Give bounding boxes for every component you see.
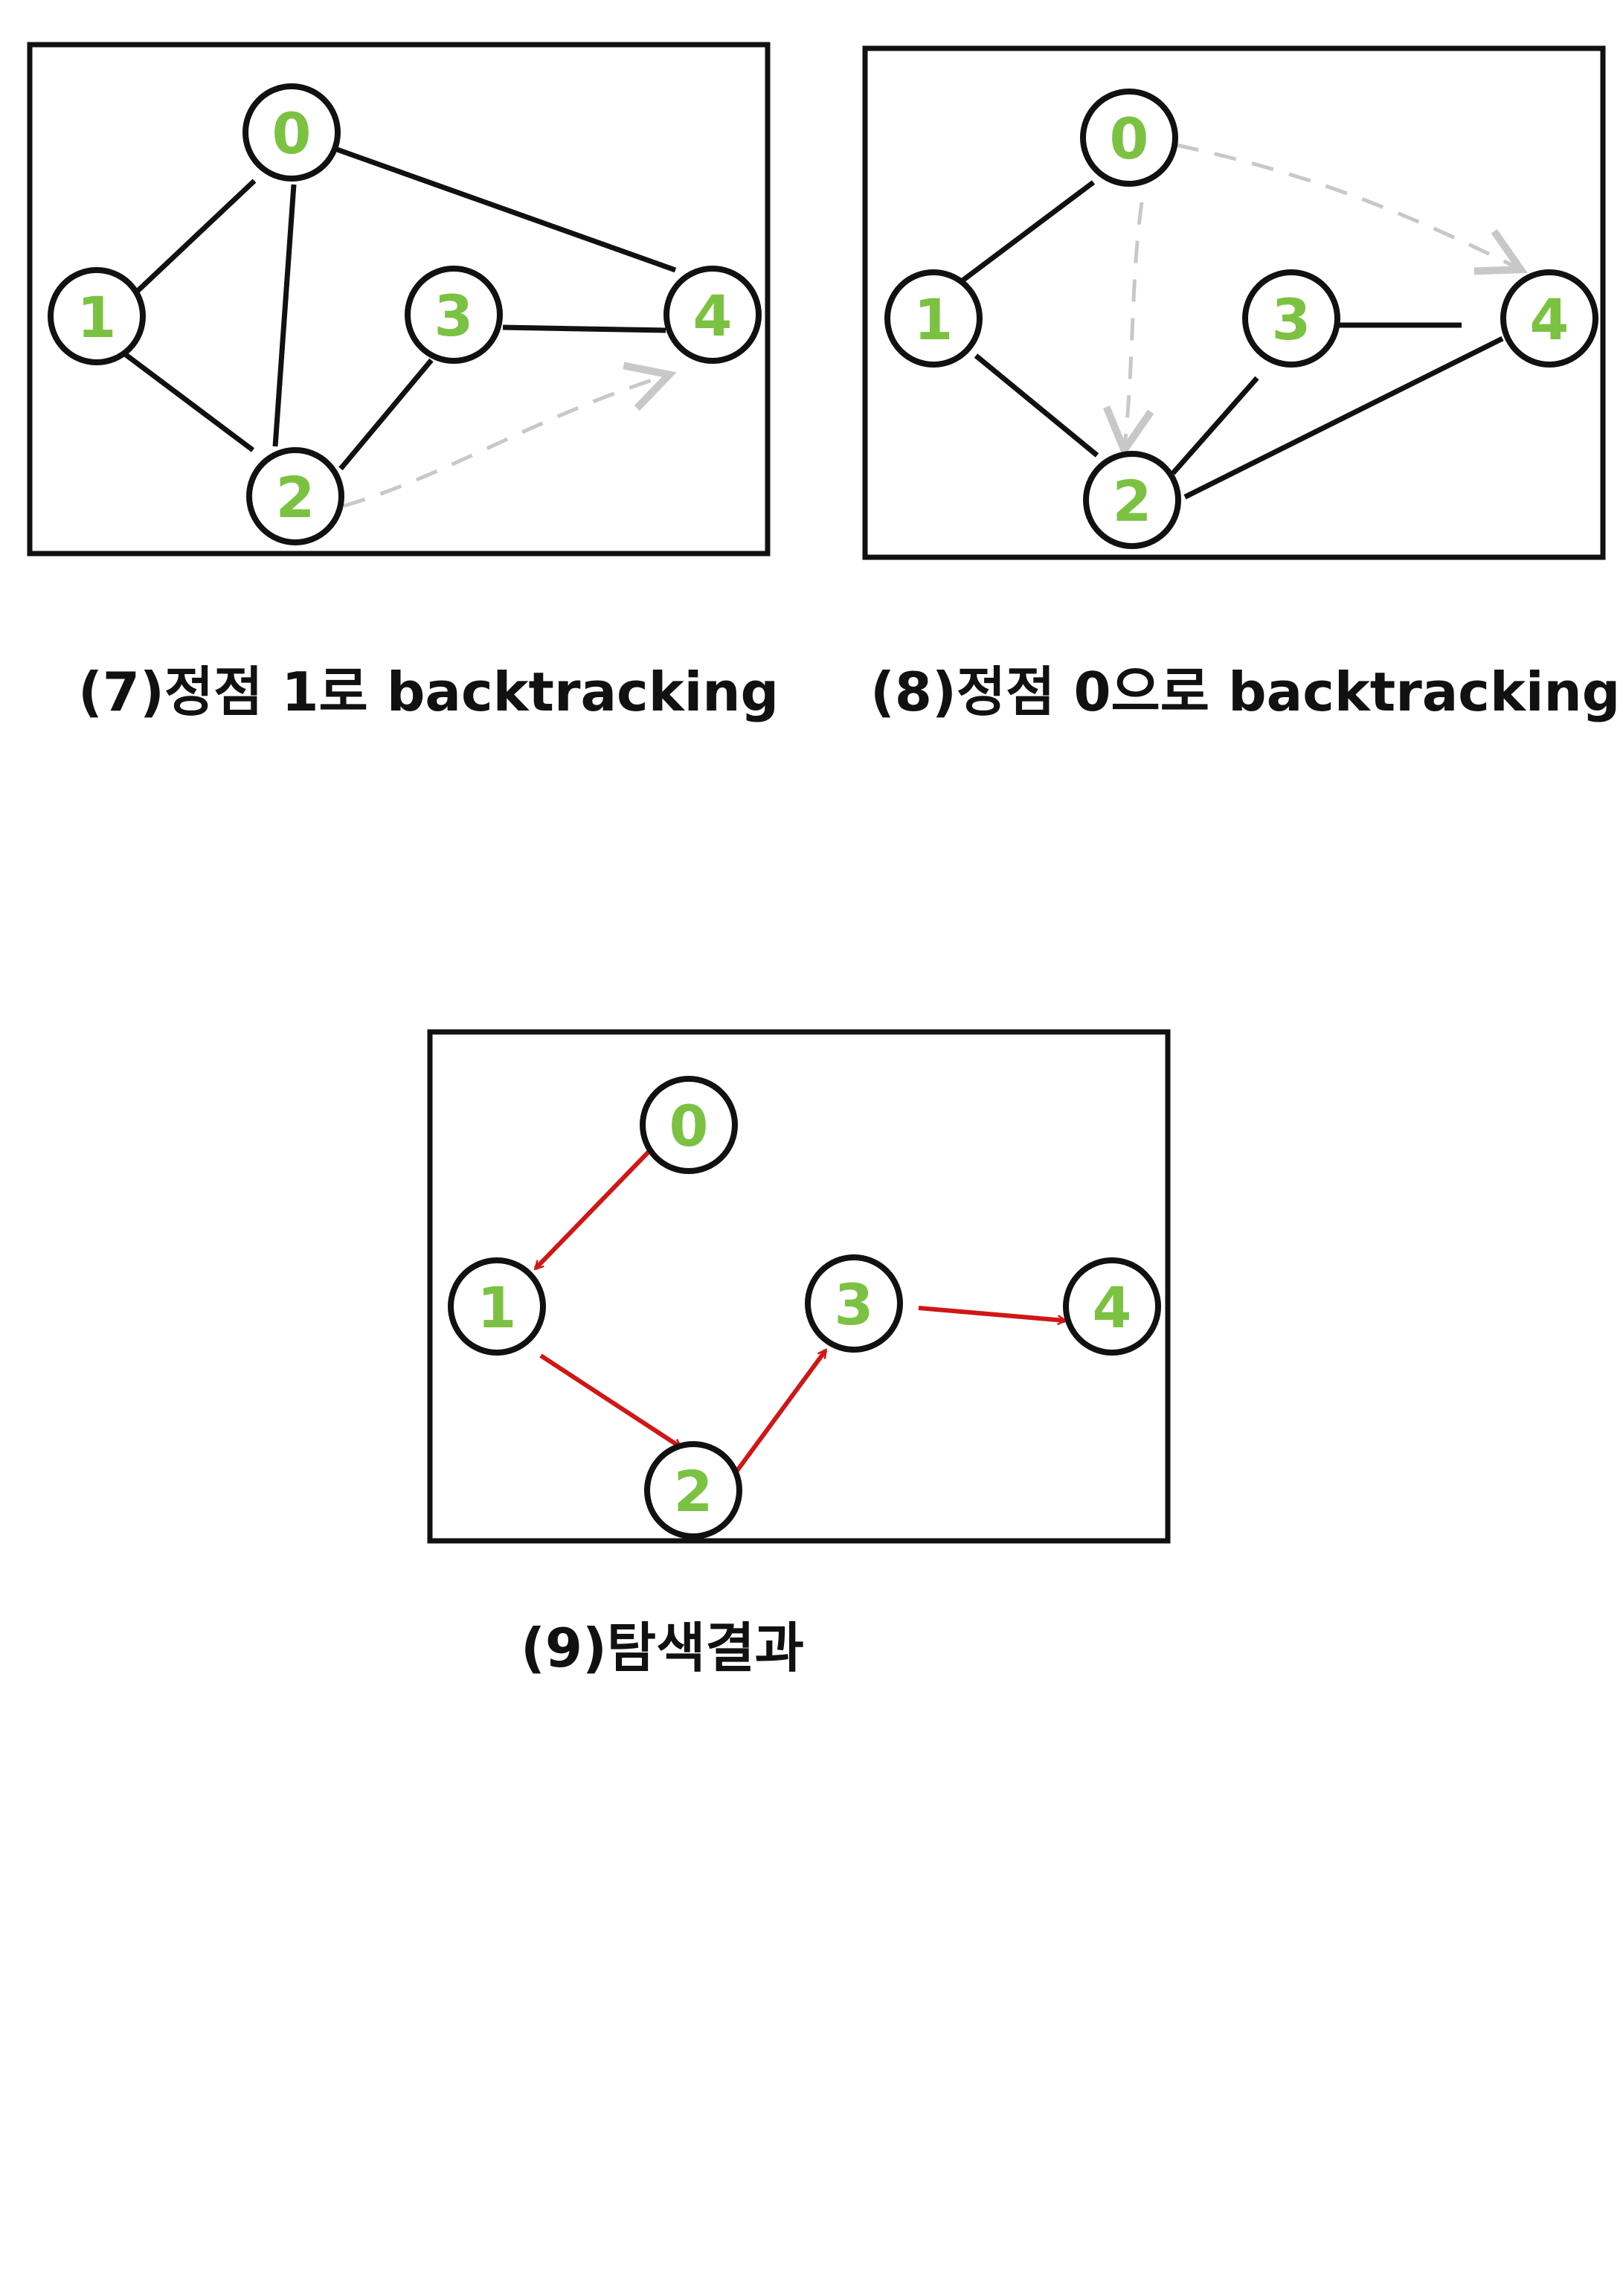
edge-0-1 — [135, 179, 257, 294]
node-0: 0 — [640, 1076, 738, 1174]
node-1-label: 1 — [77, 284, 117, 350]
node-4-label: 4 — [693, 283, 733, 349]
node-3: 3 — [805, 1254, 903, 1353]
node-1-label: 1 — [478, 1274, 517, 1341]
backtrack-arrow-4-to-2 — [343, 376, 666, 508]
arrow-1-to-2 — [539, 1353, 681, 1449]
arrow-3-to-4 — [918, 1306, 1065, 1321]
edge-2-3 — [338, 358, 434, 471]
node-2-label: 2 — [276, 464, 315, 530]
node-2-label: 2 — [674, 1458, 713, 1524]
edge-2-3 — [1171, 376, 1259, 475]
edge-1-2 — [974, 353, 1099, 458]
arrow-2-to-3 — [734, 1350, 828, 1473]
node-3-label: 3 — [1272, 286, 1311, 353]
panel-1: 0 1 2 3 4 (7)정점 1로 backtracking — [27, 42, 779, 723]
node-3-label: 3 — [434, 283, 474, 349]
node-4: 4 — [663, 266, 762, 364]
node-1: 1 — [884, 269, 983, 368]
panel-3-frame — [427, 1029, 1171, 1544]
node-3-label: 3 — [835, 1272, 874, 1338]
node-1: 1 — [48, 267, 146, 365]
backtrack-arrow-0-to-4 — [1176, 143, 1517, 268]
edge-0-2 — [272, 184, 297, 447]
node-3: 3 — [405, 266, 503, 364]
edge-2-4 — [1183, 336, 1504, 500]
panel-2-caption: (8)정점 0으로 backtracking — [870, 661, 1620, 723]
edge-3-4 — [502, 324, 666, 333]
node-1-label: 1 — [914, 286, 954, 353]
node-0: 0 — [1080, 89, 1178, 187]
backtrack-arrow-0-to-2 — [1125, 202, 1142, 446]
node-2: 2 — [246, 447, 344, 545]
node-0-label: 0 — [669, 1093, 709, 1159]
edge-0-4 — [330, 144, 677, 273]
node-2: 2 — [644, 1441, 742, 1539]
node-2: 2 — [1083, 451, 1181, 549]
panel-2-frame — [862, 45, 1606, 560]
node-3: 3 — [1242, 269, 1340, 368]
panel-3-caption: (9)탐색결과 — [521, 1617, 804, 1679]
node-4: 4 — [1500, 269, 1598, 368]
edge-0-1 — [957, 180, 1096, 285]
node-1: 1 — [448, 1257, 546, 1356]
node-4-label: 4 — [1530, 286, 1569, 353]
node-4-label: 4 — [1093, 1274, 1132, 1341]
panel-2: 0 1 2 3 4 (8)정점 0으로 backtracking — [862, 45, 1620, 723]
arrow-0-to-1 — [536, 1147, 653, 1269]
node-0: 0 — [242, 83, 341, 182]
panel-3: 0 1 2 3 4 (9)탐색결과 — [427, 1029, 1171, 1679]
edge-1-2 — [117, 347, 255, 452]
panel-1-frame — [27, 42, 771, 557]
panel-1-caption: (7)정점 1로 backtracking — [78, 661, 779, 723]
node-4: 4 — [1063, 1257, 1161, 1356]
node-2-label: 2 — [1113, 468, 1152, 534]
node-0-label: 0 — [272, 100, 312, 167]
node-0-label: 0 — [1110, 106, 1149, 172]
